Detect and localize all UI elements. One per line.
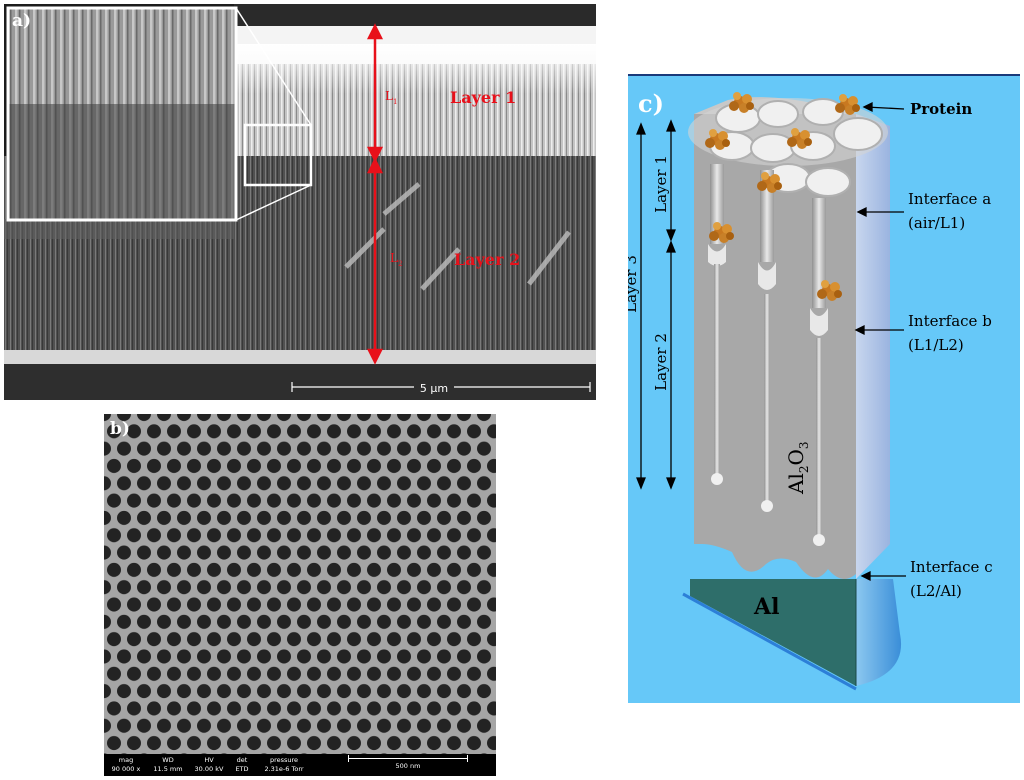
pressure-header: pressure [269, 756, 299, 764]
mag-header: mag [118, 756, 134, 764]
layer-2-label: Layer 2 [454, 250, 520, 269]
panel-a-label: a) [12, 11, 31, 31]
l1-label: L [385, 89, 393, 103]
interface-a-label: Interface a [908, 190, 991, 208]
panel-c-label: c) [638, 89, 664, 118]
hv-value: 30.00 kV [194, 765, 224, 773]
panel-b-image: b) [104, 414, 496, 754]
oxide-formula: Al2O3 [784, 441, 811, 495]
thickness-arrows [366, 23, 384, 365]
scale-bar-label: 5 µm [420, 382, 448, 395]
pressure-value: 2.31e-6 Torr [264, 765, 304, 773]
panel-a-sem-cross-section: 5 µm a) L 1 L 2 Layer 1 Layer 2 [4, 4, 596, 400]
panel-c-drawing: c) Protein Interface a (air/L1) Interfac… [628, 74, 1020, 703]
annotation-arrows [854, 101, 906, 582]
panel-b-label: b) [110, 419, 130, 439]
l2-subscript: 2 [398, 260, 402, 268]
wd-value: 11.5 mm [153, 765, 183, 773]
layer-2-vertical-label: Layer 2 [652, 333, 670, 391]
aluminium-block [690, 579, 893, 686]
metal-label: Al [753, 594, 779, 620]
svg-text:Al2O3: Al2O3 [784, 441, 811, 495]
pore-channels [708, 164, 828, 546]
interface-a-desc: (air/L1) [908, 214, 965, 232]
oxide-right-face [856, 114, 890, 579]
interface-c-label: Interface c [910, 558, 993, 576]
mag-value: 90 000 x [111, 765, 141, 773]
wd-header: WD [162, 756, 174, 764]
det-header: det [236, 756, 248, 764]
protein-label: Protein [910, 100, 972, 118]
panel-a-image: 5 µm a) L 1 L 2 Layer 1 Layer 2 [4, 4, 596, 400]
l2-label: L [390, 251, 398, 265]
layer-1-label: Layer 1 [450, 88, 516, 107]
pore-openings [709, 98, 883, 197]
hv-header: HV [204, 756, 214, 764]
layer-arrows [636, 119, 676, 490]
interface-b-desc: (L1/L2) [908, 336, 964, 354]
l1-subscript: 1 [393, 98, 397, 106]
pore-array [104, 414, 496, 754]
zoom-box [243, 123, 313, 187]
interface-b-label: Interface b [908, 312, 992, 330]
layer-3-vertical-label: Layer 3 [628, 255, 640, 313]
interface-c-desc: (L2/Al) [910, 582, 962, 600]
layer-1-vertical-label: Layer 1 [652, 155, 670, 213]
panel-c-schematic: c) Protein Interface a (air/L1) Interfac… [628, 74, 1020, 703]
scale-bar-500nm: 500 nm [395, 762, 421, 770]
det-value: ETD [235, 765, 249, 773]
